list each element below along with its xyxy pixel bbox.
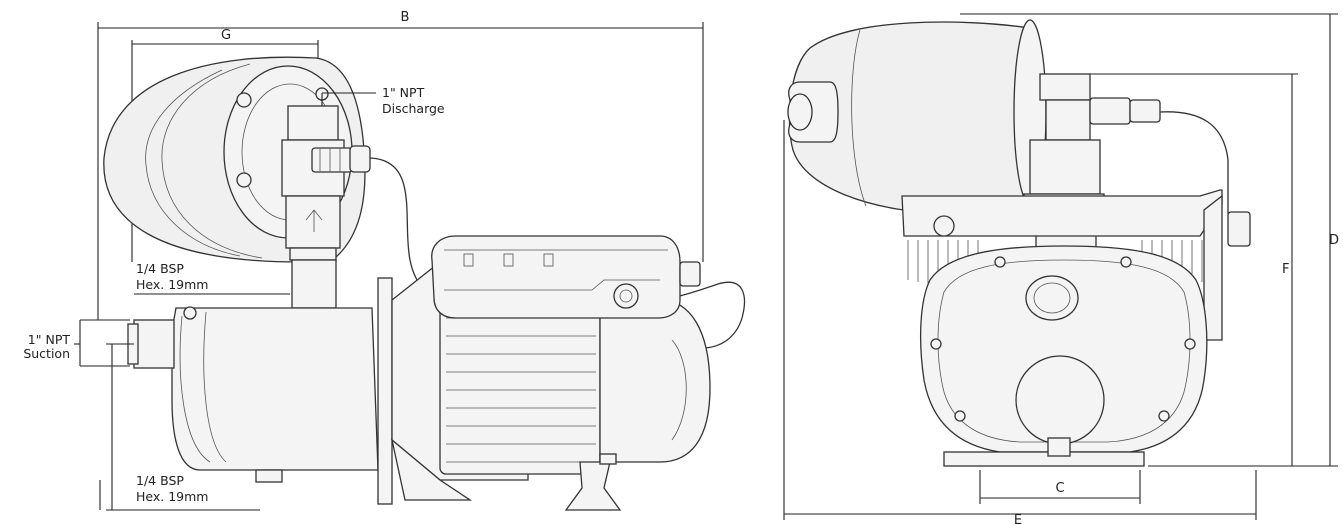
plug-top-line1: 1/4 BSP: [136, 261, 184, 276]
pressure-tank-front: [787, 19, 1047, 215]
suction-label-line2: Suction: [23, 346, 70, 361]
controller-box: [431, 235, 701, 319]
dimension-d: D: [960, 13, 1339, 467]
front-view: D F E C: [783, 13, 1339, 525]
side-view: B G: [23, 10, 746, 511]
dimension-c: C: [979, 470, 1141, 504]
plug-bottom-line2: Hex. 19mm: [136, 489, 208, 504]
controller-front: [901, 189, 1251, 341]
dimension-f: F: [1066, 73, 1298, 466]
dim-g-label: G: [221, 28, 231, 43]
dim-b-label: B: [401, 10, 410, 25]
motor: [377, 261, 711, 511]
discharge-callout: 1" NPT Discharge: [321, 85, 445, 116]
pump-face: [919, 245, 1208, 467]
dim-c-label: C: [1055, 481, 1064, 496]
suction-dimension: 1" NPT Suction: [23, 319, 130, 367]
plug-bottom-line1: 1/4 BSP: [136, 473, 184, 488]
pump-body: [127, 306, 379, 483]
plug-top-line2: Hex. 19mm: [136, 277, 208, 292]
height-dimension-left: [99, 343, 260, 511]
dim-e-label: E: [1014, 513, 1022, 525]
plug-callout-bottom: 1/4 BSP Hex. 19mm: [136, 473, 208, 504]
dim-f-label: F: [1282, 262, 1289, 277]
dimension-e: E: [783, 120, 1257, 525]
discharge-label-line2: Discharge: [382, 101, 445, 116]
suction-label-line1: 1" NPT: [28, 332, 71, 347]
discharge-label-line1: 1" NPT: [382, 85, 425, 100]
dim-d-label: D: [1329, 233, 1339, 248]
plug-callout-top: 1/4 BSP Hex. 19mm: [134, 261, 290, 295]
dimension-b: B: [97, 10, 704, 320]
